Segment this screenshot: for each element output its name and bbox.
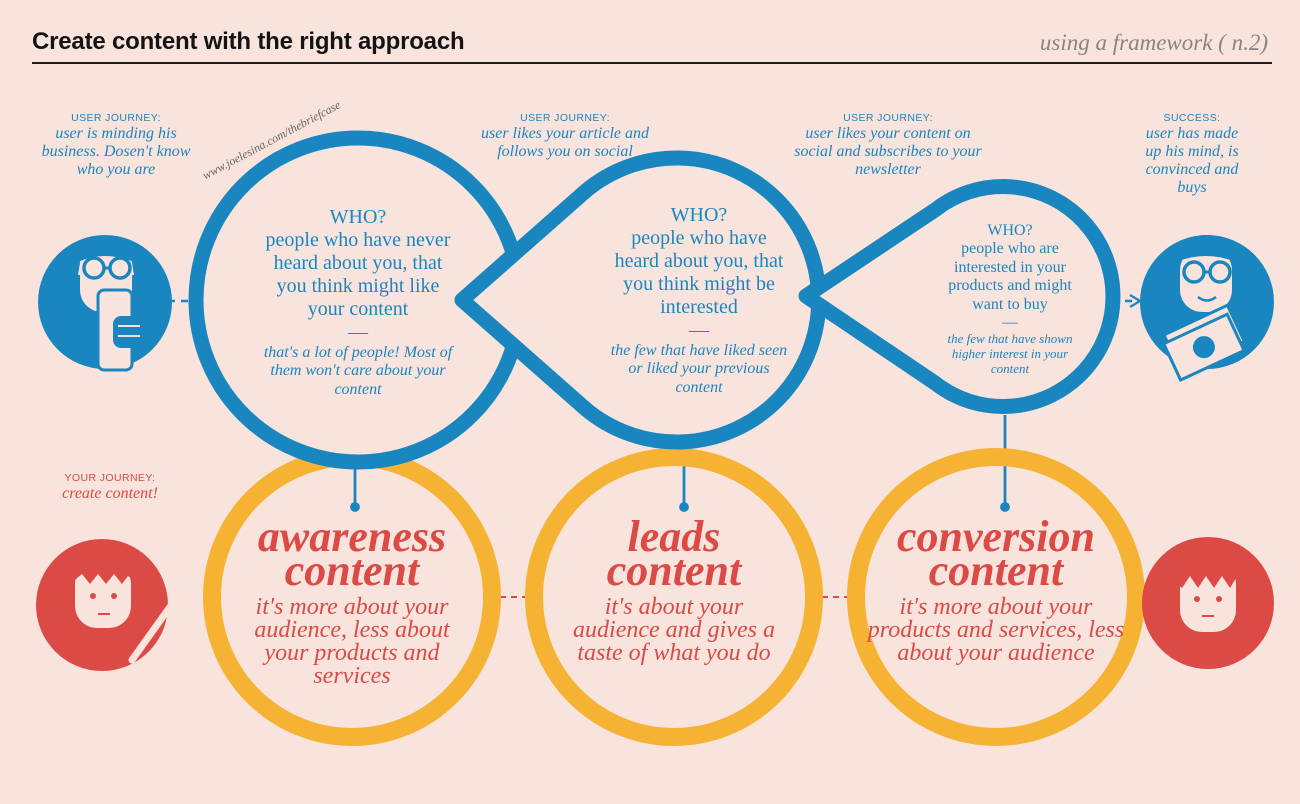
leads-title: leads (627, 512, 721, 561)
conversion-ring (847, 448, 1145, 746)
creator-pen-icon (36, 539, 176, 671)
arrow-head (1129, 294, 1143, 308)
creator-face-icon (1142, 537, 1274, 669)
awareness-title: awareness (257, 512, 447, 561)
conversion-title: conversion (897, 512, 1095, 561)
user-smiling-money-icon (1140, 235, 1274, 383)
leads-ring (525, 448, 823, 746)
audience-circle-2: WHO? people who have heard about you, th… (610, 204, 788, 396)
audience-ring-1 (188, 130, 528, 470)
journey-label-3: USER JOURNEY: user likes your content on… (794, 112, 982, 178)
audience-circle-1: WHO? people who have never heard about y… (263, 206, 453, 398)
journey-label-1: USER JOURNEY: user is minding his busine… (41, 112, 191, 178)
header-divider (32, 62, 1272, 64)
audience-ring-3 (798, 179, 1121, 414)
journey-label-2: USER JOURNEY: user likes your article an… (481, 112, 649, 160)
audience-circle-3: WHO? people who are interested in your p… (947, 222, 1073, 377)
content-circle-awareness: awareness content it's more about your a… (232, 512, 472, 689)
your-journey-label: YOUR JOURNEY: create content! (62, 472, 158, 502)
page-subtitle: using a framework ( n.2) (1039, 30, 1268, 55)
user-phone-icon (38, 235, 172, 372)
content-circle-leads: leads content it's about your audience a… (562, 512, 786, 666)
content-circle-conversion: conversion content it's more about your … (867, 512, 1125, 666)
journey-label-success: SUCCESS: user has made up his mind, is c… (1145, 112, 1239, 196)
page-title: Create content with the right approach (32, 28, 465, 55)
